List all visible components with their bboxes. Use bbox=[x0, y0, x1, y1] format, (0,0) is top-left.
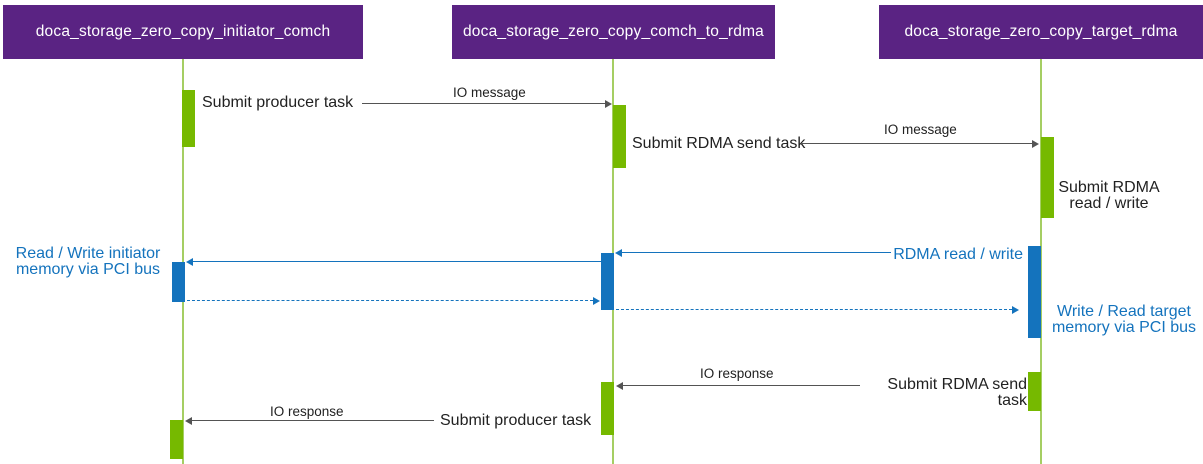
arrowhead-right-icon bbox=[1032, 140, 1039, 148]
arrowhead-right-icon bbox=[593, 297, 600, 305]
label-submit-producer-task-bottom: Submit producer task bbox=[440, 412, 592, 429]
arrowhead-left-icon bbox=[615, 249, 622, 257]
label-submit-rdma-send-task-bottom: Submit RDMA send task bbox=[887, 376, 1027, 409]
activation-bar-comch-send-response bbox=[601, 382, 614, 435]
label-rdma-read-write: RDMA read / write bbox=[893, 246, 1023, 263]
header-comch-to-rdma: doca_storage_zero_copy_comch_to_rdma bbox=[452, 5, 775, 59]
label-io-message-2: IO message bbox=[884, 122, 957, 137]
arrow-io-response-1-line bbox=[623, 385, 860, 386]
activation-bar-target-send-response bbox=[1028, 372, 1041, 411]
arrowhead-left-icon bbox=[185, 417, 192, 425]
arrow-rdma-read-write-line bbox=[622, 252, 891, 253]
arrowhead-left-icon bbox=[186, 258, 193, 266]
arrow-io-message-2-line bbox=[801, 143, 1032, 144]
activation-bar-target-submit-read-write bbox=[1041, 137, 1054, 218]
label-read-write-initiator-memory: Read / Write initiator memory via PCI bu… bbox=[15, 245, 161, 278]
activation-bar-comch-submit-send bbox=[613, 105, 626, 168]
header-target-rdma: doca_storage_zero_copy_target_rdma bbox=[879, 5, 1203, 59]
arrow-pci-target-line bbox=[616, 309, 1012, 310]
arrow-io-message-1-line bbox=[362, 103, 605, 104]
activation-bar-target-pci-access bbox=[1028, 246, 1041, 338]
lifeline-initiator bbox=[182, 59, 184, 464]
lifeline-target bbox=[1040, 59, 1042, 464]
label-write-read-target-memory: Write / Read target memory via PCI bus bbox=[1051, 303, 1197, 336]
activation-bar-initiator-pci-access bbox=[172, 262, 185, 302]
label-io-response-2: IO response bbox=[270, 404, 344, 419]
arrow-pci-initiator-line bbox=[193, 261, 601, 262]
label-io-response-1: IO response bbox=[700, 366, 774, 381]
activation-bar-initiator-submit-producer bbox=[182, 90, 195, 147]
activation-bar-initiator-response bbox=[170, 420, 183, 459]
arrowhead-left-icon bbox=[616, 382, 623, 390]
label-submit-producer-task-top: Submit producer task bbox=[202, 94, 354, 111]
arrow-io-response-2-line bbox=[192, 420, 434, 421]
label-submit-rdma-send-task-top: Submit RDMA send task bbox=[632, 135, 806, 152]
label-submit-rdma-read-write: Submit RDMA read / write bbox=[1058, 179, 1160, 212]
arrowhead-right-icon bbox=[1012, 306, 1019, 314]
arrowhead-right-icon bbox=[605, 100, 612, 108]
arrow-pci-return-1-line bbox=[187, 300, 593, 301]
header-initiator-comch: doca_storage_zero_copy_initiator_comch bbox=[3, 5, 363, 59]
activation-bar-comch-rdma-access bbox=[601, 253, 614, 310]
label-io-message-1: IO message bbox=[453, 85, 526, 100]
